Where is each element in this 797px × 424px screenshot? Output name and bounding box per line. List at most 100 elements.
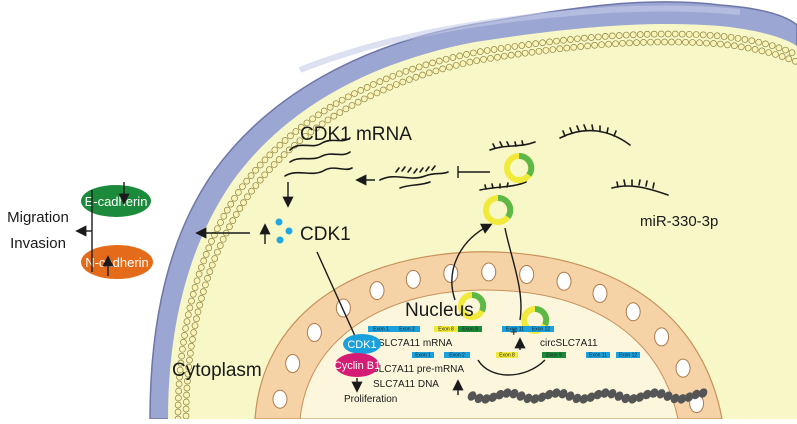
membrane-bead	[239, 183, 246, 191]
membrane-bead	[204, 274, 211, 282]
membrane-bead	[348, 102, 356, 109]
membrane-bead	[370, 81, 377, 88]
membrane-bead	[791, 57, 797, 65]
membrane-bead	[446, 63, 453, 71]
membrane-bead	[675, 38, 682, 46]
membrane-bead	[532, 40, 540, 47]
membrane-bead	[315, 111, 322, 119]
dna-turn	[677, 394, 687, 404]
membrane-bead	[200, 257, 208, 265]
membrane-bead	[435, 57, 443, 65]
membrane-bead	[324, 116, 332, 124]
membrane-bead	[248, 187, 255, 195]
membrane-bead	[456, 52, 464, 60]
membrane-bead	[727, 33, 735, 41]
membrane-bead	[235, 189, 242, 196]
exon-box	[368, 326, 394, 332]
dna-turn	[628, 394, 638, 404]
membrane-bead	[615, 32, 623, 39]
membrane-bead	[734, 34, 742, 42]
membrane-bead	[276, 141, 284, 149]
exon-label: Exon 8	[499, 353, 515, 359]
circrna-ring-nucleus-a	[458, 292, 487, 320]
membrane-bead	[190, 329, 198, 336]
membrane-bead	[198, 264, 205, 271]
dna-turn	[481, 394, 491, 404]
membrane-bead	[354, 98, 362, 106]
e-cadherin-oval	[81, 185, 151, 217]
membrane-bead	[500, 52, 508, 60]
membrane-bead	[622, 31, 630, 39]
membrane-bead	[511, 43, 519, 50]
membrane-bead	[301, 132, 309, 140]
membrane-bead	[685, 30, 693, 38]
membrane-bead	[205, 244, 213, 252]
membrane-bead	[382, 75, 390, 83]
membrane-bead	[402, 68, 410, 75]
membrane-bead	[661, 38, 668, 46]
dna-turn	[495, 389, 505, 400]
membrane-bead	[429, 59, 436, 67]
exon-label: Exon 8	[438, 327, 454, 333]
nuclear-pore	[272, 389, 288, 409]
membrane-bead	[713, 32, 721, 40]
membrane-bead	[535, 47, 543, 55]
membrane-bead	[710, 40, 717, 47]
dna-turn	[684, 392, 694, 402]
membrane-bead	[326, 103, 334, 111]
membrane-bead	[772, 51, 779, 58]
exon-box	[616, 352, 640, 358]
membrane-bead	[176, 373, 183, 381]
membrane-bead	[765, 49, 773, 56]
membrane-bead	[275, 156, 283, 163]
membrane-bead	[657, 30, 665, 38]
membrane-bead	[640, 39, 647, 46]
dna-turn	[523, 393, 533, 404]
backsplice-arc	[477, 359, 546, 376]
membrane-bead	[191, 322, 199, 329]
membrane-bead	[195, 270, 203, 278]
membrane-bead	[202, 281, 209, 289]
membrane-bead	[601, 33, 609, 40]
circrna-ring-mid	[483, 195, 514, 225]
membrane-bead	[782, 46, 789, 54]
nuclear-pore	[556, 271, 572, 291]
membrane-bead	[189, 290, 197, 298]
slc7a11-dna-label: SLC7A11 DNA	[373, 379, 439, 390]
e-cadherin-label: E-cadherin	[85, 194, 148, 209]
membrane-bead	[682, 38, 689, 46]
membrane-bead	[181, 331, 188, 339]
cyclin-b1-oval	[335, 353, 379, 377]
membrane-bead	[191, 284, 199, 291]
membrane-bead	[528, 48, 536, 56]
dna-turn	[593, 389, 603, 400]
membrane-bead	[176, 366, 184, 374]
membrane-bead	[175, 394, 182, 402]
membrane-bead	[320, 107, 328, 115]
membrane-bead	[755, 38, 763, 46]
membrane-bead	[574, 35, 581, 43]
membrane-bead	[584, 42, 592, 50]
membrane-bead	[619, 39, 626, 47]
membrane-bead	[490, 46, 498, 53]
membrane-bead	[758, 47, 766, 55]
membrane-bead	[608, 32, 616, 40]
export-arrow	[451, 223, 493, 301]
dna-turn	[572, 393, 582, 404]
membrane-bead	[247, 172, 255, 179]
membrane-bead	[198, 294, 205, 302]
exon-label: Exon 2	[449, 353, 465, 359]
membrane-bead	[415, 63, 423, 71]
membrane-bead	[351, 90, 358, 97]
membrane-bead	[183, 391, 190, 399]
membrane-bead	[643, 30, 651, 38]
membrane-bead	[177, 359, 185, 367]
exon-box	[458, 326, 482, 332]
dna-turn	[698, 388, 708, 398]
cyclin-b1-label: Cyclin B1	[334, 360, 380, 372]
nuclear-pore	[481, 262, 497, 282]
membrane-bead	[208, 238, 215, 245]
membrane-bead	[183, 384, 191, 392]
dna-turn	[663, 391, 673, 401]
dna-turn	[530, 394, 540, 404]
